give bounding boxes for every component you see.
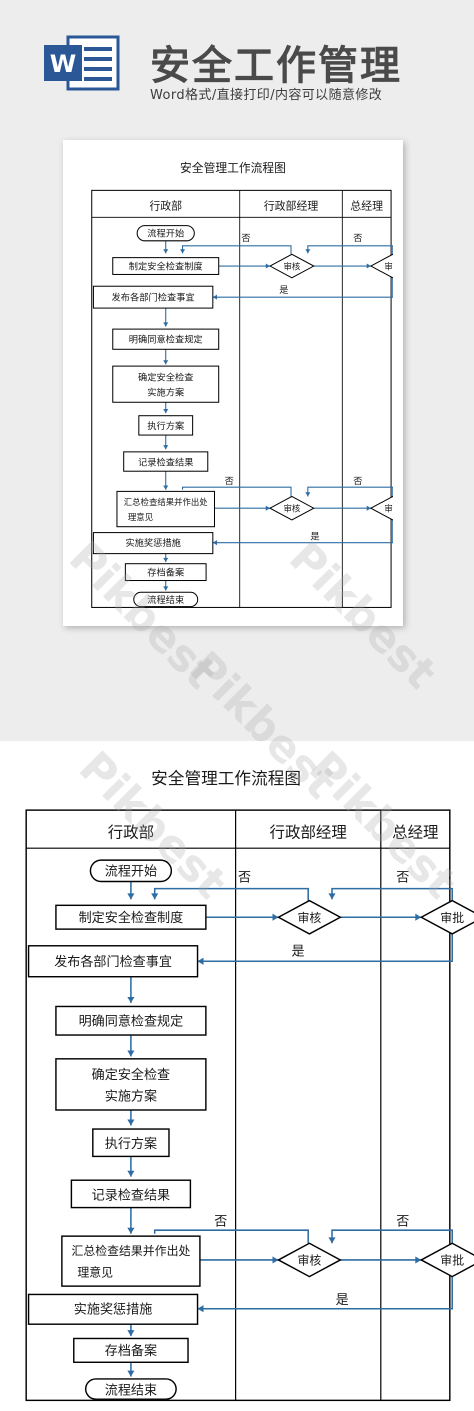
node-confirm-plan [112, 365, 220, 403]
flowchart-diagram: 安全管理工作流程图 行政部 行政部经理 总经理 [25, 769, 474, 1402]
lane-header-gm: 总经理 [350, 199, 383, 213]
node-execute [138, 415, 194, 436]
node-confirm-plan [55, 1058, 207, 1111]
label-no: 否 [396, 1214, 409, 1229]
svg-text:明确同意检查规定: 明确同意检查规定 [79, 1013, 184, 1030]
flowchart-title: 安全管理工作流程图 [180, 161, 286, 175]
flowchart-diagram: 安全管理工作流程图 行政部 行政部经理 总经理 [91, 161, 393, 608]
label-no: 否 [241, 233, 250, 244]
svg-text:记录检查结果: 记录检查结果 [138, 456, 193, 468]
svg-text:流程开始: 流程开始 [147, 228, 184, 240]
lane-header-admin: 行政部 [149, 199, 182, 213]
label-yes: 是 [336, 1293, 349, 1308]
word-letter: W [50, 50, 76, 78]
label-no: 否 [238, 871, 251, 886]
table-border [25, 809, 451, 1402]
lane-header-admin: 行政部 [108, 823, 154, 841]
word-document-icon: W [44, 35, 120, 91]
node-publish [92, 285, 214, 309]
decision-approve-2 [369, 495, 393, 521]
banner-title: 安全工作管理 [150, 43, 402, 89]
decision-approve-1 [419, 899, 474, 935]
node-publish [27, 945, 199, 978]
svg-text:发布各部门检查事宜: 发布各部门检查事宜 [112, 292, 195, 304]
node-summarize [116, 490, 216, 528]
document-thumbnail: 安全管理工作流程图 行政部 行政部经理 总经理 [63, 140, 403, 626]
svg-text:审核: 审核 [298, 911, 322, 925]
label-no: 否 [353, 233, 362, 244]
lane-header-manager: 行政部经理 [270, 823, 347, 841]
node-archive [124, 563, 207, 582]
svg-text:理意见: 理意见 [77, 1266, 113, 1280]
banner-subtitle: Word格式/直接打印/内容可以随意修改 [150, 88, 383, 103]
node-summarize [61, 1235, 201, 1287]
flowchart-thumbnail: 安全管理工作流程图 行政部 行政部经理 总经理 [91, 161, 393, 608]
table-border [91, 189, 392, 608]
decision-approve-1 [369, 253, 393, 279]
label-no: 否 [225, 476, 234, 487]
svg-text:审批: 审批 [384, 504, 393, 514]
svg-text:明确同意检查规定: 明确同意检查规定 [129, 334, 203, 346]
svg-text:审核: 审核 [298, 1254, 322, 1268]
svg-text:发布各部门检查事宜: 发布各部门检查事宜 [54, 954, 172, 970]
node-execute [92, 1128, 170, 1158]
svg-text:实施奖惩措施: 实施奖惩措施 [74, 1301, 152, 1317]
svg-text:执行方案: 执行方案 [147, 420, 184, 432]
svg-text:审核: 审核 [283, 261, 300, 271]
svg-text:汇总检查结果并作出处: 汇总检查结果并作出处 [124, 497, 209, 507]
flowchart-title: 安全管理工作流程图 [151, 769, 301, 788]
svg-text:制定安全检查制度: 制定安全检查制度 [79, 909, 184, 926]
svg-text:流程结束: 流程结束 [105, 1382, 157, 1398]
svg-text:存档备案: 存档备案 [105, 1342, 157, 1359]
svg-text:流程开始: 流程开始 [105, 864, 157, 880]
label-yes: 是 [292, 944, 305, 959]
svg-text:执行方案: 执行方案 [105, 1136, 157, 1152]
decision-review-1 [276, 899, 342, 935]
svg-text:审批: 审批 [440, 1254, 464, 1268]
node-end [84, 1378, 177, 1400]
preview-banner: W 安全工作管理 Word格式/直接打印/内容可以随意修改 安全管理工作流程图 … [0, 0, 474, 741]
node-start [89, 859, 173, 883]
svg-text:制定安全检查制度: 制定安全检查制度 [129, 260, 203, 272]
svg-text:审批: 审批 [384, 261, 393, 271]
label-no: 否 [396, 871, 409, 886]
svg-text:理意见: 理意见 [128, 512, 153, 522]
node-define-system [55, 904, 207, 930]
node-reward [27, 1293, 199, 1325]
lane-header-gm: 总经理 [392, 823, 438, 841]
decision-review-1 [268, 253, 315, 279]
label-no: 否 [214, 1214, 227, 1229]
node-end [133, 591, 199, 608]
node-start [136, 225, 195, 242]
node-clarify [55, 1005, 207, 1036]
svg-text:存档备案: 存档备案 [147, 566, 184, 578]
svg-text:记录检查结果: 记录检查结果 [92, 1187, 170, 1203]
decision-review-2 [268, 495, 315, 521]
decision-approve-2 [419, 1242, 474, 1278]
svg-text:确定安全检查: 确定安全检查 [92, 1066, 170, 1083]
label-no: 否 [353, 476, 362, 487]
node-reward [92, 532, 214, 555]
svg-text:实施奖惩措施: 实施奖惩措施 [125, 537, 180, 549]
lane-header-manager: 行政部经理 [264, 199, 319, 213]
node-define-system [112, 257, 220, 275]
node-clarify [112, 328, 220, 350]
svg-text:汇总检查结果并作出处: 汇总检查结果并作出处 [71, 1244, 190, 1258]
label-yes: 是 [310, 531, 319, 542]
arrowheads [127, 893, 422, 1377]
svg-text:审批: 审批 [440, 911, 464, 925]
flowchart-full: 安全管理工作流程图 行政部 行政部经理 总经理 [25, 769, 474, 1402]
svg-text:实施方案: 实施方案 [147, 387, 184, 399]
arrowheads [163, 249, 371, 591]
label-yes: 是 [279, 285, 288, 296]
decision-review-2 [276, 1242, 342, 1278]
node-record [70, 1179, 192, 1209]
svg-text:流程结束: 流程结束 [147, 594, 184, 606]
svg-text:审核: 审核 [283, 504, 300, 514]
node-record [123, 451, 209, 472]
svg-text:确定安全检查: 确定安全检查 [138, 371, 193, 383]
svg-text:实施方案: 实施方案 [105, 1088, 157, 1104]
node-archive [73, 1337, 189, 1363]
